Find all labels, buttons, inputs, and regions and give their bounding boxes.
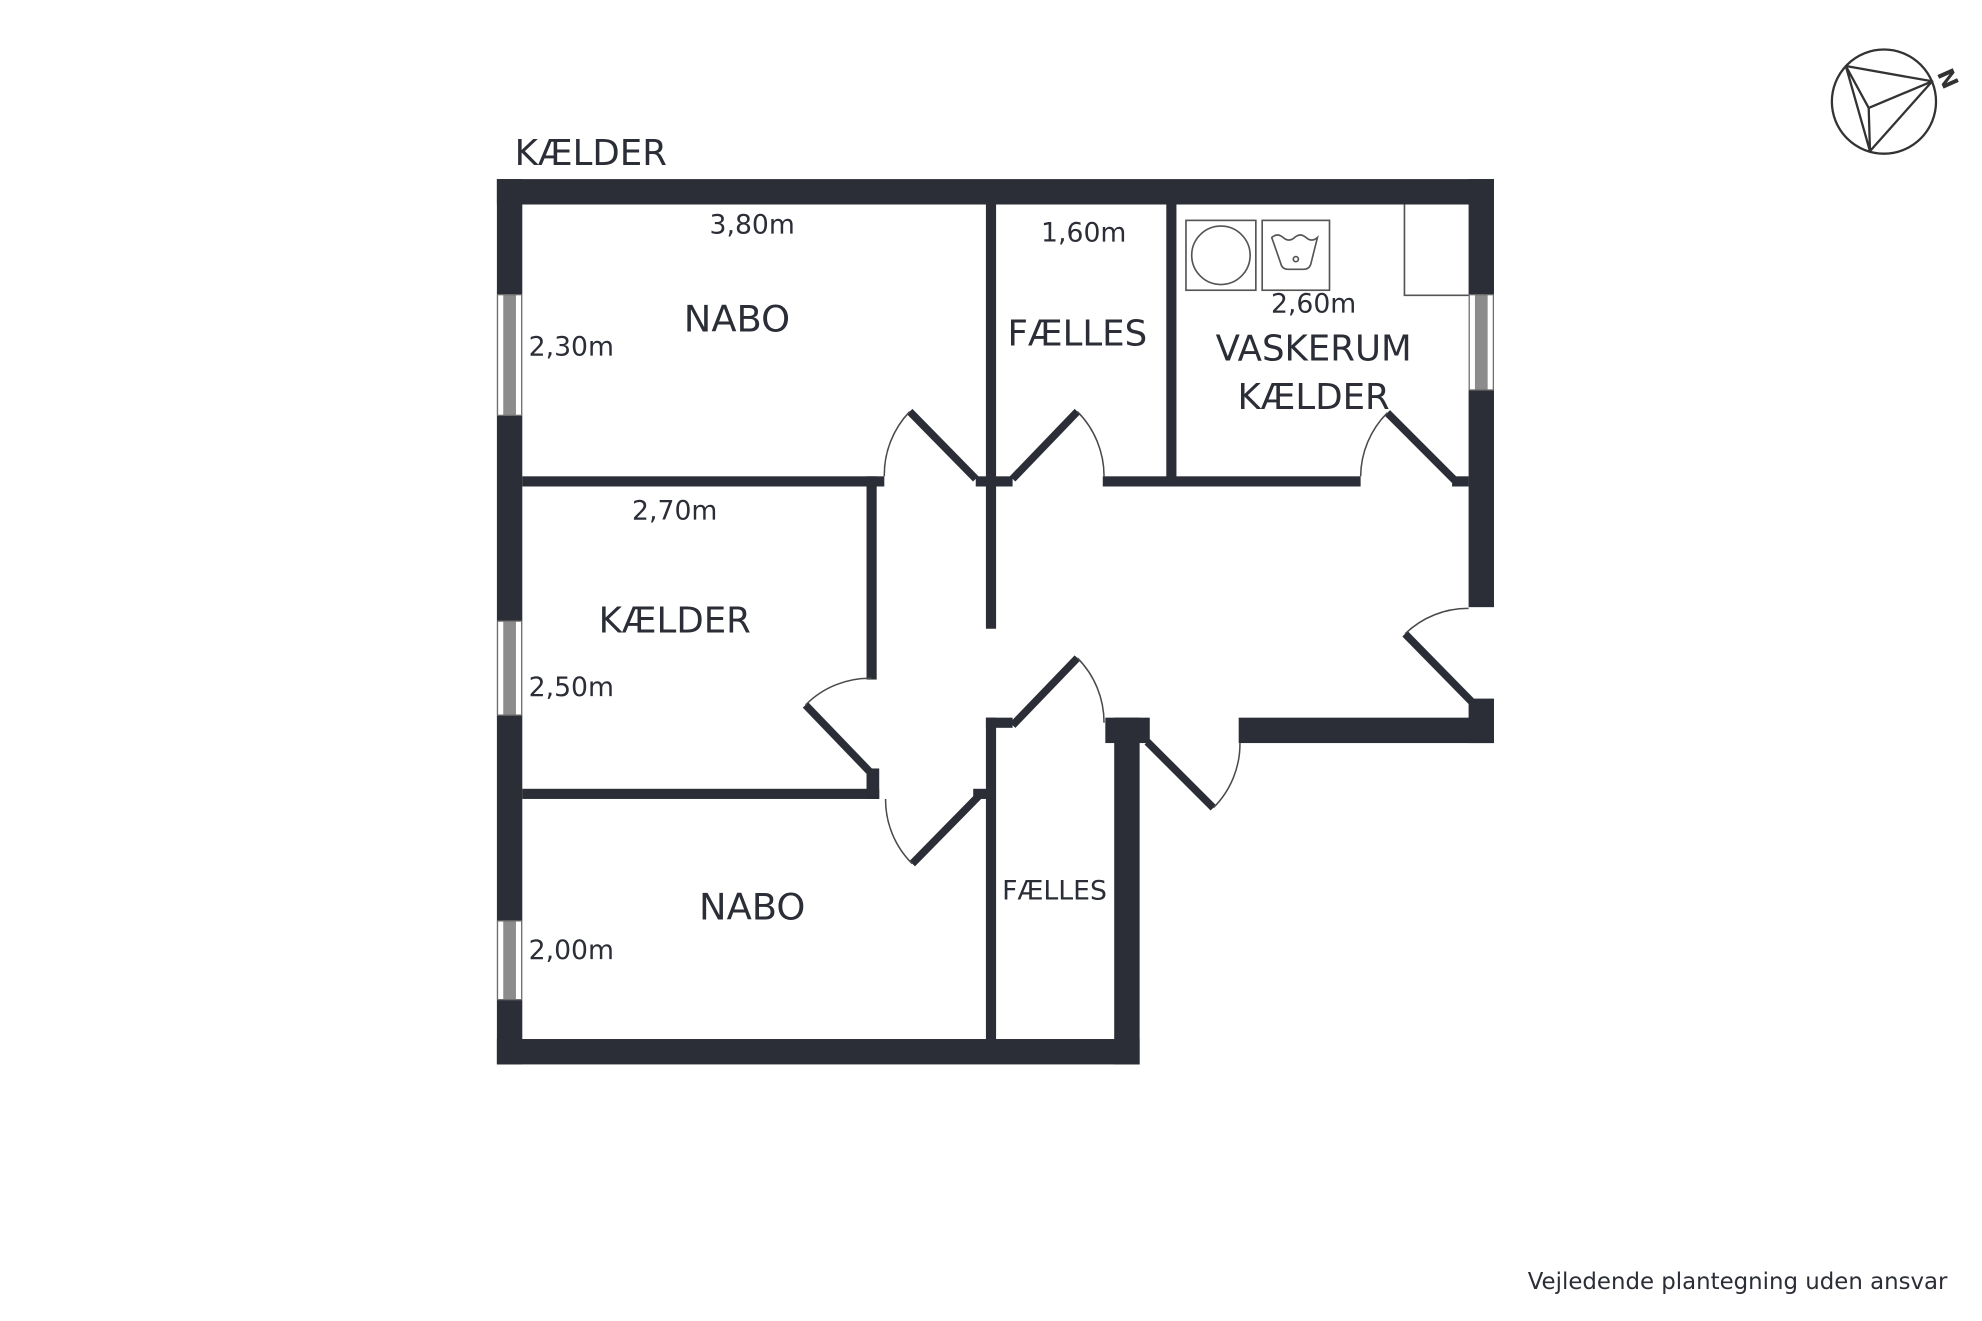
wall-block-vaskerum-door xyxy=(1452,476,1469,487)
cabinet-outline xyxy=(1403,204,1469,297)
wall-faelles-vaskerum xyxy=(1166,204,1177,487)
floor-title: KÆLDER xyxy=(515,133,667,174)
room-label-kaelder: KÆLDER xyxy=(599,601,751,642)
wall-block-nabo-bottom-door xyxy=(973,788,989,799)
door-nabo-top xyxy=(883,408,979,482)
room-label-faelles-top: FÆLLES xyxy=(1008,313,1148,354)
room-dimension-nabo-top-width: 3,80m xyxy=(710,210,795,241)
wall-right-upper xyxy=(1468,179,1494,608)
room-dimension-nabo-top-depth: 2,30m xyxy=(529,332,614,363)
window-vaskerum xyxy=(1468,294,1494,391)
door-vaskerum xyxy=(1359,410,1458,483)
wall-right-lower xyxy=(1468,698,1494,744)
room-label-faelles-bottom: FÆLLES xyxy=(1002,875,1107,906)
wall-faelles-bottom-right xyxy=(1114,717,1140,1065)
compass-icon xyxy=(1830,48,1938,155)
door-faelles-top xyxy=(1009,408,1105,482)
window-kaelder xyxy=(496,620,523,716)
door-hallway-bottom xyxy=(1144,739,1241,811)
washing-machine-icon xyxy=(1185,219,1257,292)
disclaimer-text: Vejledende plantegning uden ansvar xyxy=(1528,1269,1948,1295)
door-nabo-bottom xyxy=(884,793,982,867)
room-dimension-nabo-bottom-depth: 2,00m xyxy=(529,935,614,966)
room-dimension-kaelder-depth: 2,50m xyxy=(529,672,614,703)
wall-kaelder-right xyxy=(866,476,877,680)
wall-hallway-bottom xyxy=(1238,717,1494,744)
wall-top xyxy=(496,179,1494,205)
room-dimension-kaelder-width: 2,70m xyxy=(632,496,717,527)
wall-block-faelles-bottom-door xyxy=(985,717,1013,728)
wall-nabo-top-kaelder xyxy=(522,476,885,487)
wall-nabo-faelles-top xyxy=(985,204,997,629)
interior-walls xyxy=(522,204,1469,1040)
wall-block-bottom-door-left xyxy=(1105,717,1150,744)
wall-faelles-vaskerum-bottom xyxy=(1102,476,1361,487)
room-label-nabo-bottom: NABO xyxy=(699,886,805,929)
compass-north-label: N xyxy=(1931,65,1963,93)
room-label-vaskerum-line1: VASKERUM xyxy=(1216,329,1412,370)
room-dimension-faelles-top: 1,60m xyxy=(1041,217,1126,248)
wall-faelles-bottom-left xyxy=(985,717,997,1040)
room-dimension-vaskerum: 2,60m xyxy=(1271,288,1356,319)
wall-block-nabo-top-door xyxy=(975,476,1013,487)
door-faelles-bottom xyxy=(1009,655,1105,728)
door-kaelder xyxy=(802,677,872,774)
wall-kaelder-nabo-bottom xyxy=(522,788,880,799)
wall-block-kaelder-door xyxy=(866,768,880,799)
window-nabo-bottom xyxy=(496,920,523,1001)
room-label-vaskerum-line2: KÆLDER xyxy=(1237,377,1389,418)
window-nabo-top xyxy=(496,294,523,416)
door-entrance-right xyxy=(1402,607,1474,704)
room-label-nabo-top: NABO xyxy=(684,298,790,341)
sink-icon xyxy=(1261,219,1331,292)
wall-bottom xyxy=(496,1039,1140,1065)
